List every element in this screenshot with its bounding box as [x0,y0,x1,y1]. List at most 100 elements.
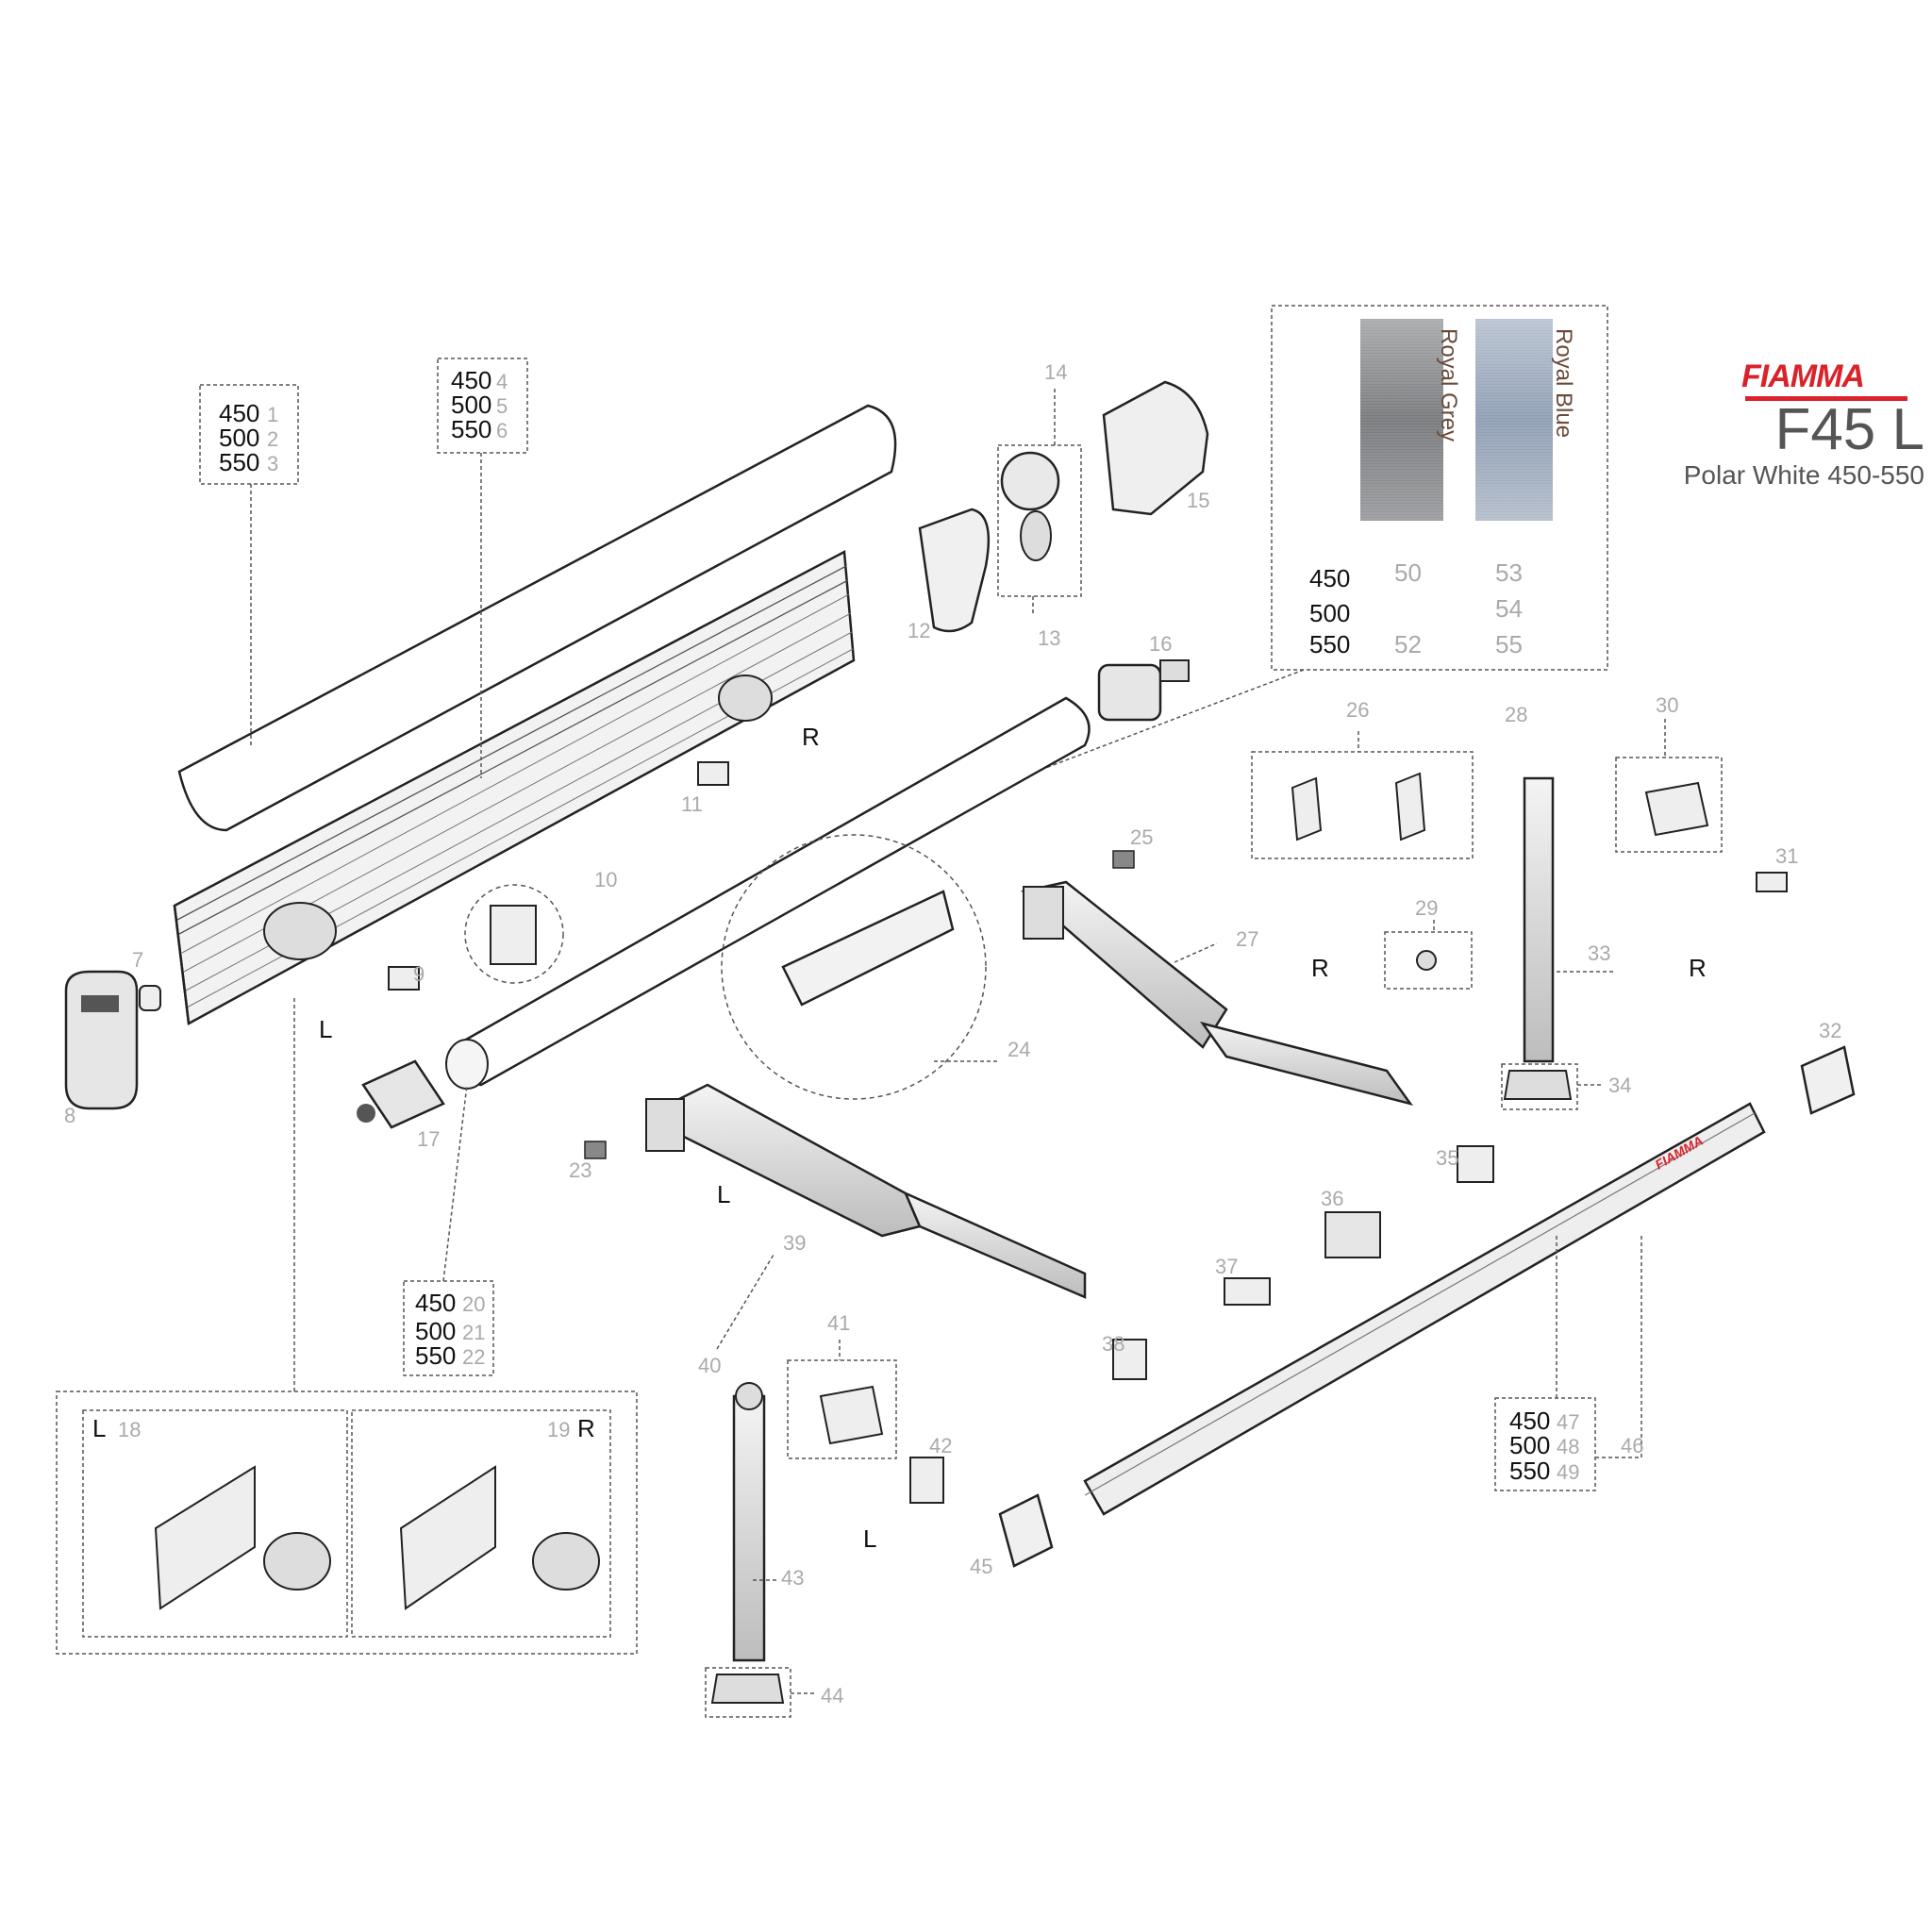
svg-text:550: 550 [415,1341,456,1370]
part-9-clip[interactable] [388,966,420,991]
kit-box-left[interactable]: L 18 [82,1409,348,1638]
svg-text:450: 450 [219,399,259,427]
blue-part-500: 54 [1495,594,1523,623]
svg-text:500: 500 [415,1317,456,1345]
roof-cover[interactable] [177,404,897,832]
tube-end-plug-16[interactable] [1097,659,1190,722]
fiamma-logo: FIAMMA [1741,358,1865,394]
callout-30: 30 [1656,693,1678,717]
part-38[interactable] [1112,1339,1147,1380]
part-36[interactable] [1324,1211,1381,1258]
front-bar-end-cap-32[interactable] [1800,1045,1856,1115]
svg-text:47: 47 [1557,1410,1579,1434]
svg-text:21: 21 [462,1321,485,1344]
callout-25: 25 [1130,825,1153,849]
left-arm-39[interactable] [645,1083,1087,1299]
wall-bracket-30[interactable] [1644,781,1709,837]
end-cap-bushing[interactable] [139,985,161,1011]
kit-box-right[interactable]: 19 R [351,1409,611,1638]
arm-brackets-26[interactable] [1291,772,1426,841]
side-label-l3: L [863,1524,876,1553]
blue-part-450: 53 [1495,558,1523,587]
svg-text:6: 6 [496,419,508,442]
svg-text:450: 450 [1509,1407,1550,1435]
side-label-r1: R [802,723,820,751]
swatch-size-500: 500 [1309,599,1350,627]
detail-circle-10 [464,884,564,984]
right-arm-27[interactable] [1021,880,1414,1107]
svg-text:2: 2 [267,427,278,451]
part-11-clip[interactable] [697,761,729,786]
part-10-clip[interactable] [490,905,537,965]
part-30-box [1615,757,1723,853]
part-31[interactable] [1756,872,1788,892]
callout-10: 10 [594,868,617,891]
callout-43: 43 [781,1566,804,1590]
blue-part-550: 55 [1495,630,1523,658]
part-37[interactable] [1224,1277,1271,1306]
size-box-canvas-profile: 450 4 500 5 550 6 [437,358,528,778]
callout-28: 28 [1505,703,1527,726]
callout-16: 16 [1149,632,1172,656]
front-bar-end-cap-45[interactable] [998,1493,1054,1568]
spring-25[interactable] [1112,850,1135,869]
callout-44: 44 [821,1684,843,1707]
svg-text:3: 3 [267,452,278,475]
svg-text:500: 500 [451,391,491,419]
callout-14: 14 [1044,360,1067,384]
svg-text:550: 550 [1509,1457,1550,1485]
part-26-box [1251,751,1474,859]
side-label-r2: R [1311,954,1329,982]
wing-nut-29[interactable] [1416,950,1437,971]
detail-circle-24 [721,834,987,1100]
svg-text:49: 49 [1557,1460,1579,1484]
callout-41: 41 [827,1311,850,1335]
left-end-cap[interactable] [64,970,139,1110]
crank-gear-13[interactable] [1000,451,1060,561]
fabric-clip-detail[interactable] [781,890,955,1007]
wall-bracket-41[interactable] [819,1385,884,1445]
side-label-l2: L [717,1180,730,1208]
awning-housing-profile[interactable] [173,550,856,1025]
svg-text:450: 450 [451,366,491,394]
svg-text:48: 48 [1557,1435,1579,1458]
roller-tube[interactable] [445,696,1091,1090]
callout-17: 17 [417,1127,440,1151]
svg-text:1: 1 [267,403,278,426]
callout-24: 24 [1008,1038,1030,1061]
part-35[interactable] [1457,1145,1494,1183]
right-end-housing-15[interactable] [1102,380,1209,516]
size-box-roller-tube: 450 20 500 21 550 22 [403,1084,494,1376]
callout-23: 23 [569,1158,591,1182]
roller-tube-end-plug-17[interactable] [357,1059,445,1129]
callout-9: 9 [413,962,425,986]
front-bar[interactable]: FIAMMA [1083,1102,1766,1516]
svg-text:4: 4 [496,370,508,393]
svg-text:20: 20 [462,1292,485,1316]
svg-text:L: L [92,1414,106,1442]
svg-text:500: 500 [219,424,259,452]
callout-7: 7 [132,948,143,972]
part-42[interactable] [909,1457,944,1504]
svg-text:R: R [577,1414,595,1442]
kit-box-outer [56,998,638,1655]
callout-37: 37 [1215,1255,1238,1278]
model-subtitle: Polar White 450-550 [1683,460,1924,490]
swatch-size-450: 450 [1309,564,1350,592]
left-support-leg-43[interactable] [710,1382,785,1704]
svg-text:500: 500 [1509,1431,1550,1459]
callout-31: 31 [1775,844,1798,868]
right-support-leg-33[interactable] [1503,776,1573,1100]
callout-36: 36 [1321,1187,1343,1210]
svg-text:550: 550 [451,415,491,443]
size-box-roof-cover: 450 1 500 2 550 3 [199,384,299,745]
callout-27: 27 [1236,927,1258,951]
svg-text:19: 19 [547,1418,570,1441]
spring-23[interactable] [584,1141,607,1159]
callout-8: 8 [64,1104,75,1127]
swatch-size-550: 550 [1309,630,1350,658]
royal-grey-label: Royal Grey [1436,328,1461,441]
size-box-front-bar: 450 47 500 48 550 49 [1494,1236,1642,1491]
motor-bracket-12[interactable] [918,508,991,633]
svg-text:22: 22 [462,1345,485,1369]
